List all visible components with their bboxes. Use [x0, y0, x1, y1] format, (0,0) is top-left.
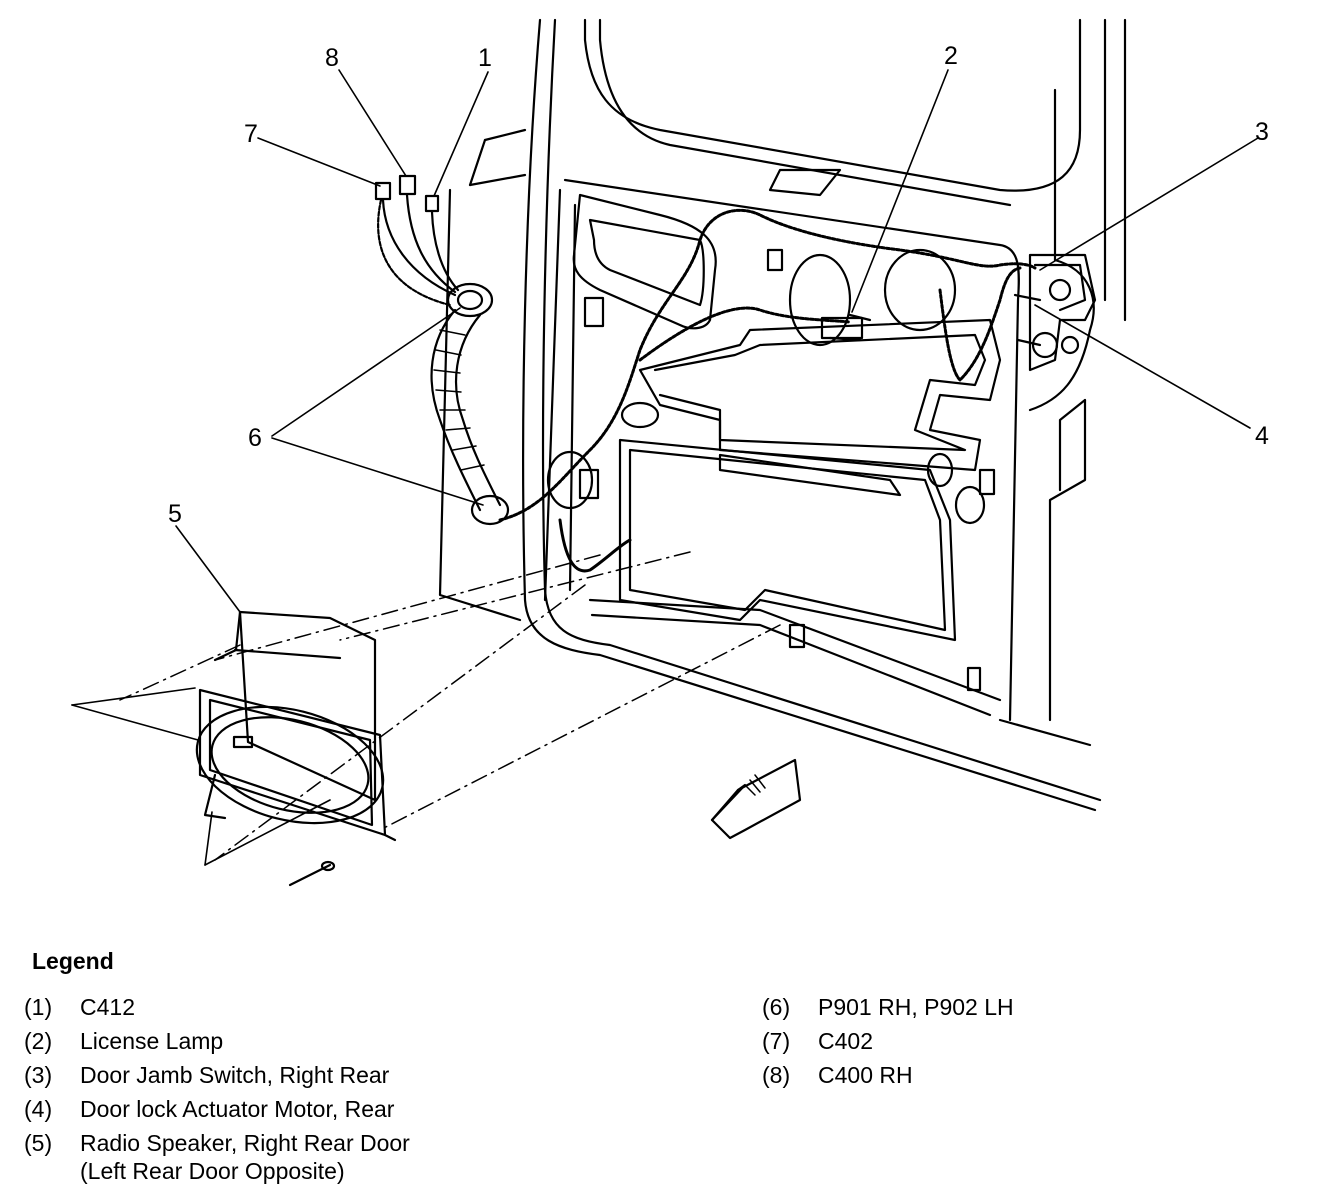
leader-6b — [271, 437, 484, 506]
callout-8: 8 — [325, 44, 339, 72]
leader-lines — [71, 69, 1259, 866]
legend-text: Door lock Actuator Motor, Rear — [80, 1096, 395, 1122]
callout-2: 2 — [944, 42, 958, 70]
legend-text: C412 — [80, 994, 135, 1020]
legend-text: C400 RH — [818, 1062, 913, 1088]
legend-number: (5) — [24, 1130, 53, 1156]
legend-text: Radio Speaker, Right Rear Door — [80, 1130, 410, 1156]
legend-item: (7) C402 — [762, 1024, 1014, 1058]
connector-c412 — [424, 194, 440, 213]
leader-7 — [257, 137, 381, 187]
callout-6: 6 — [248, 424, 262, 452]
door-wiring-diagram: 1 2 3 4 5 6 7 8 — [71, 18, 1269, 887]
legend-continuation: (Left Rear Door Opposite) — [80, 1158, 345, 1184]
legend-text: License Lamp — [80, 1028, 224, 1054]
grommet-conduit — [430, 282, 510, 526]
leader-5d — [204, 811, 213, 866]
legend-item: (1) C412 — [24, 990, 410, 1024]
legend-item: (4) Door lock Actuator Motor, Rear — [24, 1092, 410, 1126]
alignment-lines — [119, 551, 781, 861]
legend-item: (3) Door Jamb Switch, Right Rear — [24, 1058, 410, 1092]
door-shell — [522, 18, 1127, 812]
legend-item: (2) License Lamp — [24, 1024, 410, 1058]
connector-c400 — [398, 174, 417, 196]
callout-5: 5 — [168, 500, 182, 528]
legend-item: (6) P901 RH, P902 LH — [762, 990, 1014, 1024]
callout-4: 4 — [1255, 422, 1269, 450]
callout-labels: 1 2 3 4 5 6 7 8 — [168, 42, 1269, 528]
legend-right-column: (6) P901 RH, P902 LH (7) C402 (8) C400 R… — [762, 990, 1014, 1092]
leader-5b — [71, 704, 199, 741]
legend-number: (6) — [762, 994, 791, 1020]
wiring-harness — [498, 208, 1037, 573]
legend-item: (8) C400 RH — [762, 1058, 1014, 1092]
leader-4 — [1034, 304, 1251, 429]
license-lamp — [820, 313, 872, 342]
leader-1 — [433, 71, 489, 197]
legend-number: (4) — [24, 1096, 53, 1122]
callout-3: 3 — [1255, 118, 1269, 146]
callout-1: 1 — [478, 44, 492, 72]
leader-8 — [338, 69, 407, 177]
latch-assembly — [1013, 253, 1097, 372]
leader-5 — [175, 525, 241, 613]
leader-3 — [1039, 137, 1259, 271]
legend-number: (7) — [762, 1028, 791, 1054]
inner-panel — [543, 168, 1020, 722]
speaker-assembly — [195, 610, 397, 842]
leader-5c — [71, 687, 196, 706]
leader-2 — [851, 69, 949, 313]
legend-number: (2) — [24, 1028, 53, 1054]
legend-number: (1) — [24, 994, 53, 1020]
legend-number: (8) — [762, 1062, 791, 1088]
callout-7: 7 — [244, 120, 258, 148]
legend-item: (5) Radio Speaker, Right Rear Door — [24, 1126, 410, 1160]
connector-pigtails — [374, 174, 460, 307]
leader-6a — [271, 307, 461, 437]
legend-text: P901 RH, P902 LH — [818, 994, 1014, 1020]
door-jamb — [438, 128, 527, 622]
leader-5e — [204, 799, 331, 866]
legend-text: C402 — [818, 1028, 873, 1054]
legend-title: Legend — [32, 948, 114, 974]
screw — [288, 860, 336, 887]
legend-left-column: (1) C412 (2) License Lamp (3) Door Jamb … — [24, 990, 410, 1186]
legend-text: Door Jamb Switch, Right Rear — [80, 1062, 390, 1088]
direction-arrow — [710, 758, 802, 840]
legend-number: (3) — [24, 1062, 53, 1088]
